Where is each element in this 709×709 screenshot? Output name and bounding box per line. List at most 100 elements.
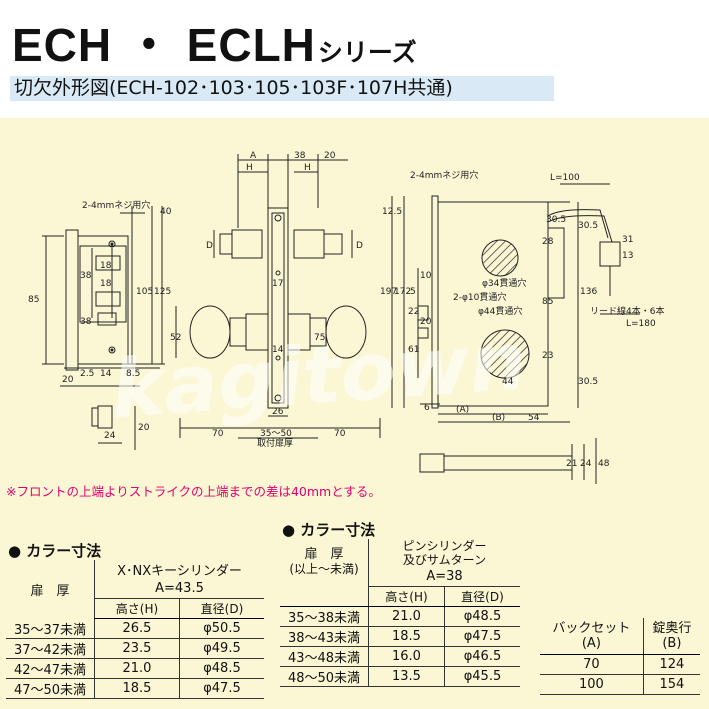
cell-door: 37～42未満 (6, 638, 95, 659)
col-depth: 錠奥行 (B) (642, 618, 700, 655)
cell-d: φ46.5 (443, 646, 520, 667)
dim-8-5: 8.5 (126, 369, 140, 379)
title-main: ECH ・ ECLH (12, 19, 316, 71)
cell-h: 26.5 (94, 618, 180, 639)
dim-d2: D (356, 241, 363, 251)
dim-172: 172 (394, 287, 411, 297)
col-h: 高さ(H) (368, 586, 445, 607)
cell-backset: 70 (540, 654, 644, 675)
screw-note-right: 2-4mmネジ用穴 (410, 169, 478, 181)
cell-d: φ48.5 (178, 658, 264, 679)
dim-h1: H (246, 163, 253, 173)
group-label: ピンシリンダー 及びサムターン (368, 539, 520, 567)
dim-10: 10 (420, 271, 432, 281)
table-row: 47～50未満 18.5 φ47.5 (6, 678, 264, 699)
cell-backset: 100 (540, 674, 644, 695)
lead-length: L=100 (550, 173, 580, 183)
dim-22: 22 (408, 307, 419, 317)
dim-44: 44 (502, 377, 514, 387)
dim-136: 136 (580, 287, 597, 297)
cell-h: 18.5 (94, 678, 180, 699)
dim-54: 54 (528, 413, 540, 423)
dim-85: 85 (28, 295, 39, 305)
dim-38c: 38 (294, 151, 306, 161)
cell-h: 16.0 (368, 646, 445, 667)
lock-body-view (391, 183, 640, 484)
lead-length-2: L=180 (626, 319, 656, 329)
dim-20c: 20 (324, 151, 336, 161)
cell-door: 38～43未満 (280, 626, 369, 647)
dim-35-50: 35～50 (260, 429, 292, 439)
dim-105: 105 (136, 287, 153, 297)
dim-h2: H (304, 163, 311, 173)
col-door-sub: (以上～未満) (289, 562, 359, 577)
group-a: A=38 (368, 567, 520, 587)
table-row: 70 124 (540, 654, 700, 675)
dim-61: 61 (408, 345, 419, 355)
title-suffix: シリーズ (317, 38, 417, 67)
label-b: (B) (492, 413, 505, 423)
dim-6: 6 (424, 403, 430, 413)
cell-d: φ50.5 (178, 618, 264, 639)
dim-30-5b: 30.5 (578, 377, 598, 387)
dim-2-5: 2.5 (80, 369, 94, 379)
dim-24: 24 (104, 431, 116, 441)
col-door-label: 扉 厚 (304, 547, 344, 563)
col-depth-label: 錠奥行 (652, 621, 692, 636)
dim-75: 75 (314, 333, 325, 343)
dim-20a: 20 (62, 375, 74, 385)
screw-note-left: 2-4mmネジ用穴 (82, 199, 150, 211)
dim-12-5: 12.5 (382, 207, 402, 217)
cell-depth: 124 (642, 654, 700, 675)
dim-20b: 20 (138, 423, 150, 433)
page-title: ECH ・ ECLH シリーズ (12, 20, 417, 70)
dim-31: 31 (622, 235, 633, 245)
cell-door: 42～47未満 (6, 658, 95, 679)
dim-d1: D (206, 241, 213, 251)
cell-d: φ49.5 (178, 638, 264, 659)
dim-14: 14 (100, 369, 112, 379)
cell-door: 47～50未満 (6, 678, 95, 699)
dim-70b: 70 (334, 429, 346, 439)
left-table-title: ● カラー寸法 (8, 542, 102, 560)
dim-30-5a: 30.5 (546, 215, 566, 225)
col-depth-sub: (B) (662, 636, 682, 651)
cell-door: 43～48未満 (280, 646, 369, 667)
dim-70a: 70 (212, 429, 224, 439)
front-plate-view (42, 206, 165, 450)
dim-a: A (250, 151, 257, 161)
cell-door: 48～50未満 (280, 666, 369, 687)
cell-h: 18.5 (368, 626, 445, 647)
cell-door: 35～37未満 (6, 618, 95, 639)
dim-26: 26 (272, 407, 284, 417)
group-label-2: 及びサムターン (402, 553, 487, 567)
subtitle-bar: 切欠外形図(ECH-102･103･105･103F･107H共通) (10, 76, 554, 101)
table-row: 37～42未満 23.5 φ49.5 (6, 638, 264, 659)
table-row: 38～43未満 18.5 φ47.5 (280, 626, 520, 647)
dim-14b: 14 (272, 345, 284, 355)
cell-h: 13.5 (368, 666, 445, 687)
group-label-1: ピンシリンダー (402, 539, 487, 553)
dim-23: 23 (542, 351, 553, 361)
col-door: 扉 厚 (以上～未満) (280, 539, 369, 587)
table-row: 43～48未満 16.0 φ46.5 (280, 646, 520, 667)
collar-table-key-cylinder: 扉 厚 X･NXキーシリンダー A=43.5 高さ(H) 直径(D) 35～37… (6, 560, 264, 699)
cell-d: φ47.5 (443, 626, 520, 647)
collar-table-pin-cylinder: 扉 厚 (以上～未満) ピンシリンダー 及びサムターン A=38 高さ(H) 直… (280, 539, 520, 687)
dim-85c: 85 (542, 297, 553, 307)
right-table-title: ● カラー寸法 (282, 521, 376, 539)
col-door: 扉 厚 (30, 583, 70, 599)
cell-d: φ47.5 (178, 678, 264, 699)
hole-44-label: φ44貫通穴 (478, 305, 522, 317)
strike-note: ※フロントの上端よりストライクの上端までの差は40mmとする。 (6, 484, 381, 499)
dim-197: 197 (380, 287, 397, 297)
cell-h: 21.0 (368, 606, 445, 627)
dim-125: 125 (154, 287, 171, 297)
table-row: 35～37未満 26.5 φ50.5 (6, 618, 264, 639)
dim-38a: 38 (80, 271, 92, 281)
col-d: 直径(D) (443, 586, 520, 607)
group-a: A=43.5 (94, 579, 264, 599)
cell-d: φ45.5 (443, 666, 520, 687)
table-row: 48～50未満 13.5 φ45.5 (280, 666, 520, 687)
dim-17: 17 (272, 279, 283, 289)
